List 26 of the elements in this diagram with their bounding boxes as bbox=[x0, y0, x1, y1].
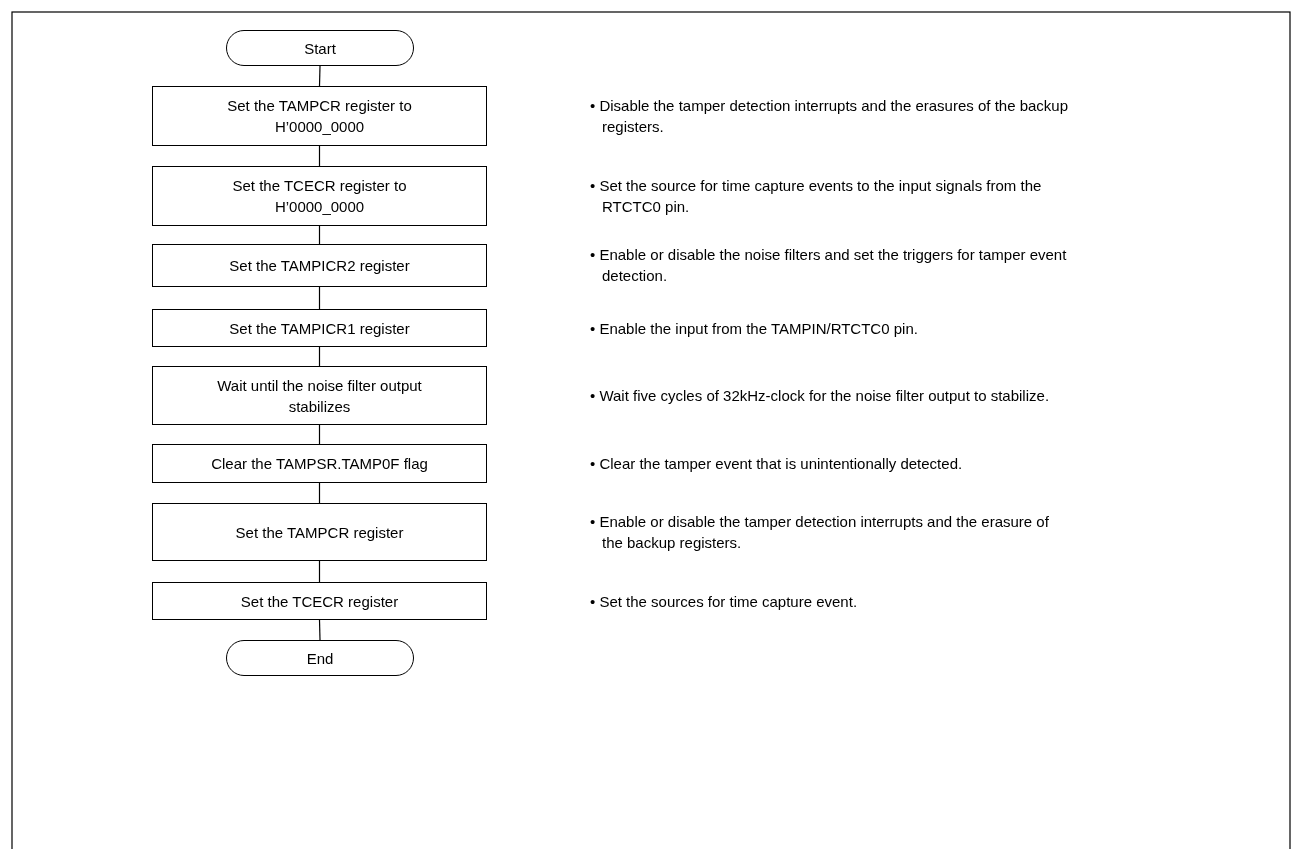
connector-line bbox=[318, 619, 321, 641]
step-note: • Enable or disable the tamper detection interrupts and the erasure of the backup registers. bbox=[590, 512, 1050, 553]
process-box: Set the TAMPCR register to H’0000_0000 bbox=[152, 86, 487, 146]
connector-line bbox=[318, 560, 321, 583]
terminal-box: Start bbox=[226, 30, 414, 66]
step-note: • Disable the tamper detection interrupts and the erasures of the backup registers. bbox=[590, 96, 1070, 137]
process-box: Set the TAMPICR2 register bbox=[152, 244, 487, 287]
connector-line bbox=[318, 346, 321, 367]
process-box: Clear the TAMPSR.TAMP0F flag bbox=[152, 444, 487, 483]
step-note: • Enable the input from the TAMPIN/RTCTC0 pin. bbox=[590, 318, 919, 339]
connector-line bbox=[318, 482, 321, 504]
connector-line bbox=[318, 424, 321, 445]
step-note: • Clear the tamper event that is unintentionally detected. bbox=[590, 453, 964, 474]
process-box: Set the TCECR register to H’0000_0000 bbox=[152, 166, 487, 226]
step-note: • Enable or disable the noise filters and set the triggers for tamper event detection. bbox=[590, 245, 1068, 286]
step-note: • Set the sources for time capture event. bbox=[590, 591, 859, 612]
step-note: • Set the source for time capture events to the input signals from the RTCTC0 pin. bbox=[590, 176, 1043, 217]
connector-line bbox=[318, 286, 321, 310]
process-box: Wait until the noise filter output stabilizes bbox=[152, 366, 487, 425]
process-box: Set the TAMPCR register bbox=[152, 503, 487, 561]
connector-line bbox=[318, 65, 321, 87]
process-box: Set the TCECR register bbox=[152, 582, 487, 620]
terminal-box: End bbox=[226, 640, 414, 676]
connector-line bbox=[318, 145, 321, 167]
process-box: Set the TAMPICR1 register bbox=[152, 309, 487, 347]
step-note: • Wait five cycles of 32kHz-clock for the noise filter output to stabilize. bbox=[590, 385, 1051, 406]
